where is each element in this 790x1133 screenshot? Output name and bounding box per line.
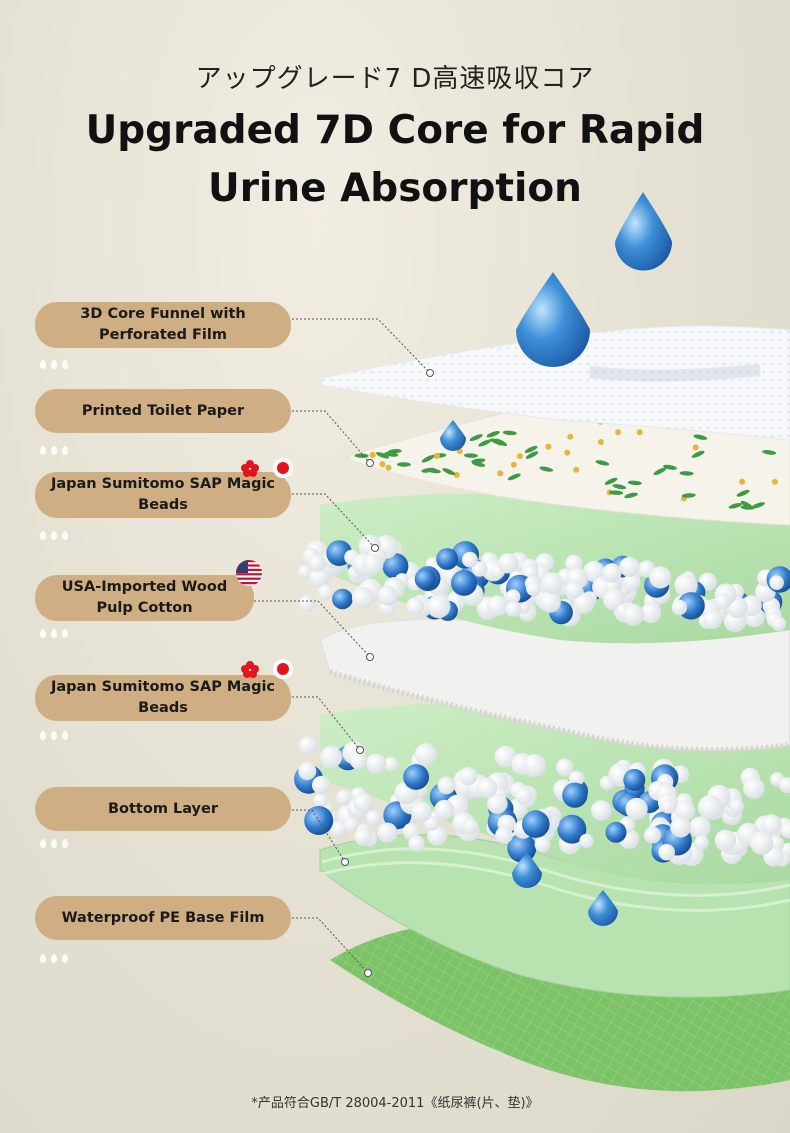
label-bottom-layer: Bottom Layer [35,787,291,831]
label-wood-pulp-cotton: USA-Imported Wood Pulp Cotton [35,575,254,621]
water-drop-large [516,272,590,367]
usa-flag-icon [236,560,262,586]
water-drop-small [440,420,466,451]
japan-flag-icon-2 [241,659,293,679]
drop-icons-1 [40,360,68,369]
subtitle-japanese: アップグレード7 D高速吸収コア [195,64,595,94]
water-drop-top [615,192,672,271]
sap-beads-2 [294,736,790,867]
sap-beads-1 [298,534,790,632]
perforated-film-shape [321,325,790,441]
water-drop-bead-2 [588,890,618,926]
drop-icons-2 [40,446,68,455]
callout-endpoints [341,369,434,977]
label-perforated-film: 3D Core Funnel with Perforated Film [35,302,291,348]
callout-lines [254,318,431,974]
label-pe-base-film: Waterproof PE Base Film [35,896,291,940]
label-printed-toilet-paper: Printed Toilet Paper [35,389,291,433]
japan-flag-icon [241,458,293,478]
water-drop-bead-1 [512,852,542,888]
label-sap-beads-1: Japan Sumitomo SAP Magic Beads [35,472,291,518]
drop-icons-6 [40,839,68,848]
drop-icons-3 [40,531,68,540]
drop-icons-4 [40,629,68,638]
footnote-standard: *产品符合GB/T 28004-2011《纸尿裤(片、垫)》 [251,1096,539,1111]
drop-icons-5 [40,731,68,740]
page-title: Upgraded 7D Core for Rapid Urine Absorpt… [85,108,705,211]
label-sap-beads-2: Japan Sumitomo SAP Magic Beads [35,675,291,721]
drop-icons-7 [40,954,68,963]
